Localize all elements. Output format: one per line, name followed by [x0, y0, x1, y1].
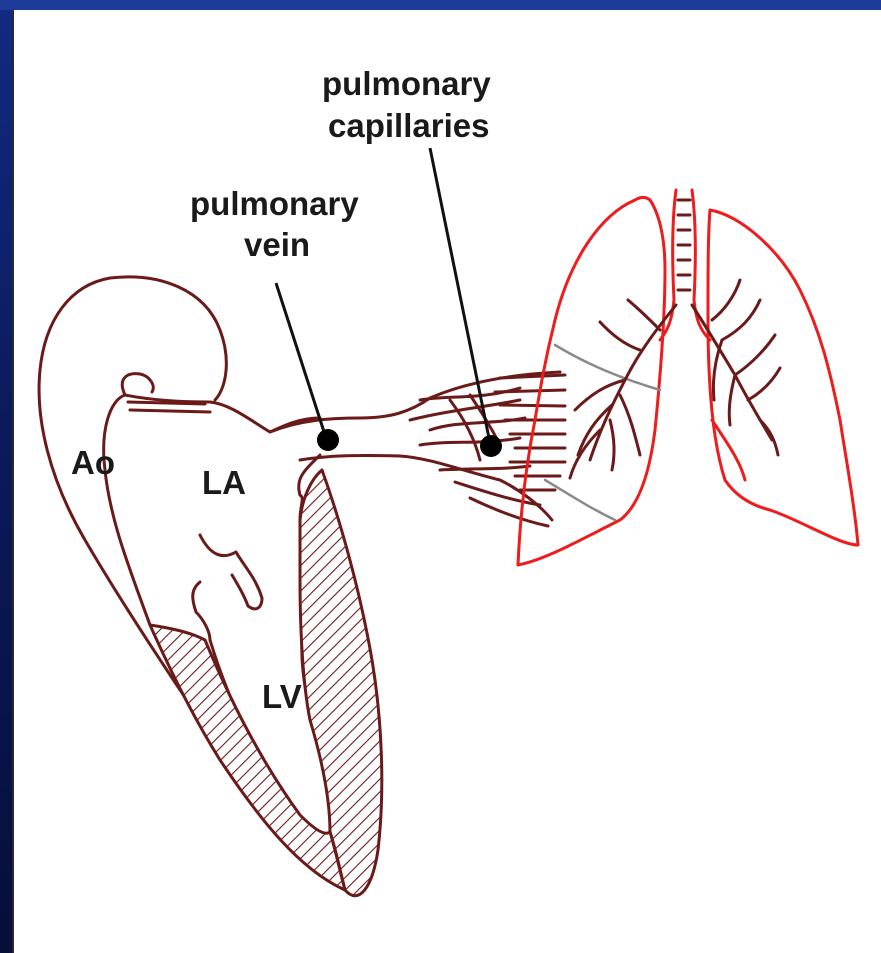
- pulmonary-capillaries-dot: [480, 435, 502, 457]
- label-lv: LV: [262, 678, 302, 715]
- label-pulmonary-vein-line2: vein: [244, 226, 310, 263]
- la-vessel-lines: [128, 402, 210, 412]
- label-la: LA: [202, 464, 246, 501]
- mitral-valve: [200, 535, 262, 609]
- label-pulmonary-capillaries-line2: capillaries: [328, 107, 489, 144]
- left-lung-outline: [518, 197, 665, 565]
- label-pulmonary-vein-line1: pulmonary: [190, 185, 359, 222]
- right-lung-outline: [708, 210, 858, 545]
- left-fissure-lower: [545, 480, 615, 520]
- aortic-arch-inner: [122, 374, 153, 395]
- capillary-bundle: [495, 375, 565, 490]
- heart-inner-wall: [104, 395, 150, 625]
- label-ao: Ao: [71, 444, 115, 481]
- left-fissure-upper: [555, 345, 660, 390]
- pulmonary-vein-dot: [317, 429, 339, 451]
- vein-lower-wall: [300, 455, 552, 520]
- valve-leaflet: [193, 582, 210, 640]
- pulmonary-vein-pointer: [276, 283, 326, 438]
- bronchial-tree: [570, 200, 780, 478]
- label-pulmonary-capillaries-line1: pulmonary: [322, 65, 491, 102]
